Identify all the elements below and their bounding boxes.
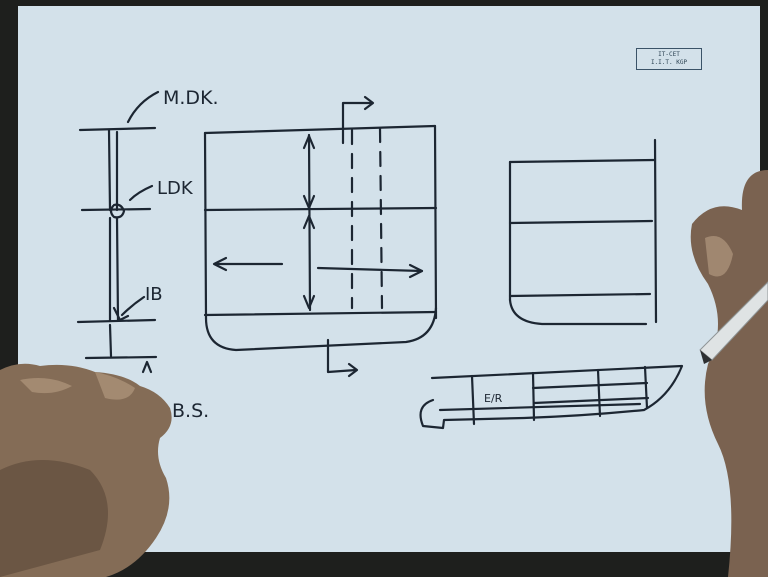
- stamp-line-1: IT-CET: [658, 51, 680, 58]
- label-bottom-shell: B.S.: [172, 400, 209, 422]
- label-inner-bottom: IB: [145, 284, 163, 305]
- transverse-section-drawing: [203, 95, 438, 378]
- pen: [699, 281, 768, 364]
- right-hand: [690, 170, 768, 577]
- label-main-deck: M.DK.: [163, 87, 219, 109]
- label-engine-room: E/R: [484, 392, 503, 405]
- deck-section-drawing: [76, 90, 160, 374]
- institution-stamp: IT-CET I.I.T. KGP: [636, 48, 702, 70]
- stamp-line-2: I.I.T. KGP: [650, 59, 688, 66]
- label-lower-deck: LDK: [157, 178, 194, 199]
- half-section-drawing: [508, 138, 658, 326]
- ship-profile-drawing: [419, 364, 684, 430]
